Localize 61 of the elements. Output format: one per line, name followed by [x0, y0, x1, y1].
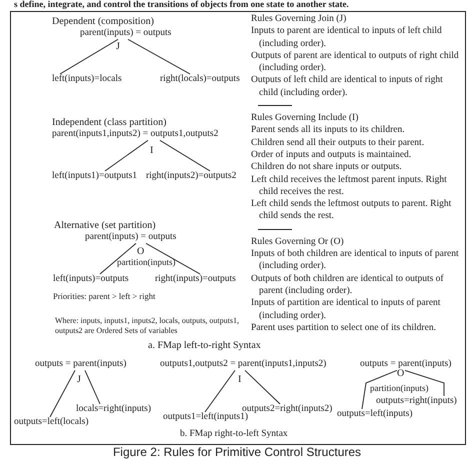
rule-text: Outputs of parent are identical to outputs of right child (including order).	[251, 50, 460, 74]
rule-text: Inputs of both children are identical to inputs of parent (including order).	[251, 248, 460, 273]
rule-text: Parent uses partition to select one of its children.	[251, 322, 437, 334]
rule-text: Inputs of partition are identical to inputs of parent (including order).	[251, 297, 442, 322]
subfigure-caption: b. FMap right-to-left Syntax	[180, 429, 288, 440]
tree-branch-line	[128, 38, 190, 74]
operator-letter: O	[137, 246, 144, 258]
parent-formula: parent(inputs1,inputs2) = outputs1,outputs2	[52, 129, 218, 140]
child-formula: right(inputs2)=outputs2	[146, 171, 236, 182]
rule-text: Order of inputs and outputs is maintained.	[251, 148, 412, 162]
tree-branch-line	[100, 242, 136, 274]
partition-expression: partition(inputs)	[117, 257, 176, 268]
rule-text: Left child sends the leftmost outputs to parent. Right child sends the rest.	[251, 198, 452, 223]
rule-heading: Rules Governing Include (I)	[251, 112, 360, 124]
parent-formula: parent(inputs) = outputs	[85, 232, 176, 244]
operator-letter: J	[77, 374, 81, 386]
child-formula: right(locals)=outputs	[160, 74, 240, 86]
tree-branch-line	[244, 370, 280, 404]
parent-formula: parent(inputs) = outputs	[80, 28, 172, 40]
tree-branch-line	[362, 370, 398, 410]
parent-formula: outputs1,outputs2 = parent(inputs1,inputs2)	[160, 359, 326, 370]
tree-branch-line	[84, 370, 100, 404]
parent-formula: outputs = parent(inputs)	[360, 359, 452, 370]
tree-branch-line	[160, 140, 210, 172]
figure-caption: Figure 2: Rules for Primitive Control Structures	[112, 445, 362, 459]
tree-branch-line	[50, 370, 76, 418]
rule-heading: Rules Governing Or (O)	[251, 236, 345, 248]
operator-letter: I	[150, 145, 154, 157]
child-formula: outputs=left(locals)	[14, 417, 88, 428]
rule-text: Outputs of left child are identical to inputs of right child (including order).	[251, 74, 444, 100]
partition-expression: partition(inputs)	[370, 383, 428, 394]
rule-text: Left child receives the leftmost parent inputs. Right child receives the rest.	[251, 174, 448, 198]
priority-note: Priorities: parent > left > right	[53, 291, 156, 302]
operator-letter: I	[238, 374, 242, 386]
child-formula: left(inputs)=locals	[52, 74, 122, 86]
child-formula: left(inputs1)=outputs1	[52, 171, 138, 182]
child-formula: left(inputs)=outputs	[53, 274, 129, 286]
subfigure-caption: a. FMap left-to-right Syntax	[148, 340, 261, 352]
rule-heading: Rules Governing Join (J)	[251, 13, 348, 26]
rule-text: Parent sends all its inputs to its children.	[251, 124, 406, 137]
rule-text: Outputs of both children are identical to outputs of parent (including order).	[251, 272, 445, 298]
section-heading: Alternative (set partition)	[54, 220, 156, 232]
child-formula: outputs1=left(inputs1)	[163, 412, 248, 424]
section-heading: Dependent (composition)	[52, 16, 154, 28]
tree-branch-line	[404, 370, 444, 396]
parent-formula: outputs = parent(inputs)	[35, 359, 126, 370]
body-text: s define, integrate, and control the transitions of objects from one state to another state.	[14, 0, 349, 10]
child-formula: right(inputs)=outputs	[155, 274, 236, 286]
operator-letter: O	[397, 368, 404, 380]
child-formula: locals=right(inputs)	[76, 404, 152, 416]
rule-text: Children send all their outputs to their parent.	[251, 136, 426, 149]
child-formula: outputs=left(inputs)	[337, 409, 413, 420]
tree-branch-line	[204, 370, 236, 412]
operator-letter: J	[116, 41, 120, 53]
rule-text: Children do not share inputs or outputs.	[251, 161, 403, 174]
section-heading: Independent (class partition)	[52, 117, 166, 129]
child-formula: outputs=right(inputs)	[376, 396, 457, 408]
tree-branch-line	[104, 140, 148, 172]
tree-branch-line	[146, 242, 200, 274]
rule-text: Inputs to parent are identical to inputs of left child (including order).	[251, 25, 443, 50]
tree-branch-line	[60, 38, 118, 74]
